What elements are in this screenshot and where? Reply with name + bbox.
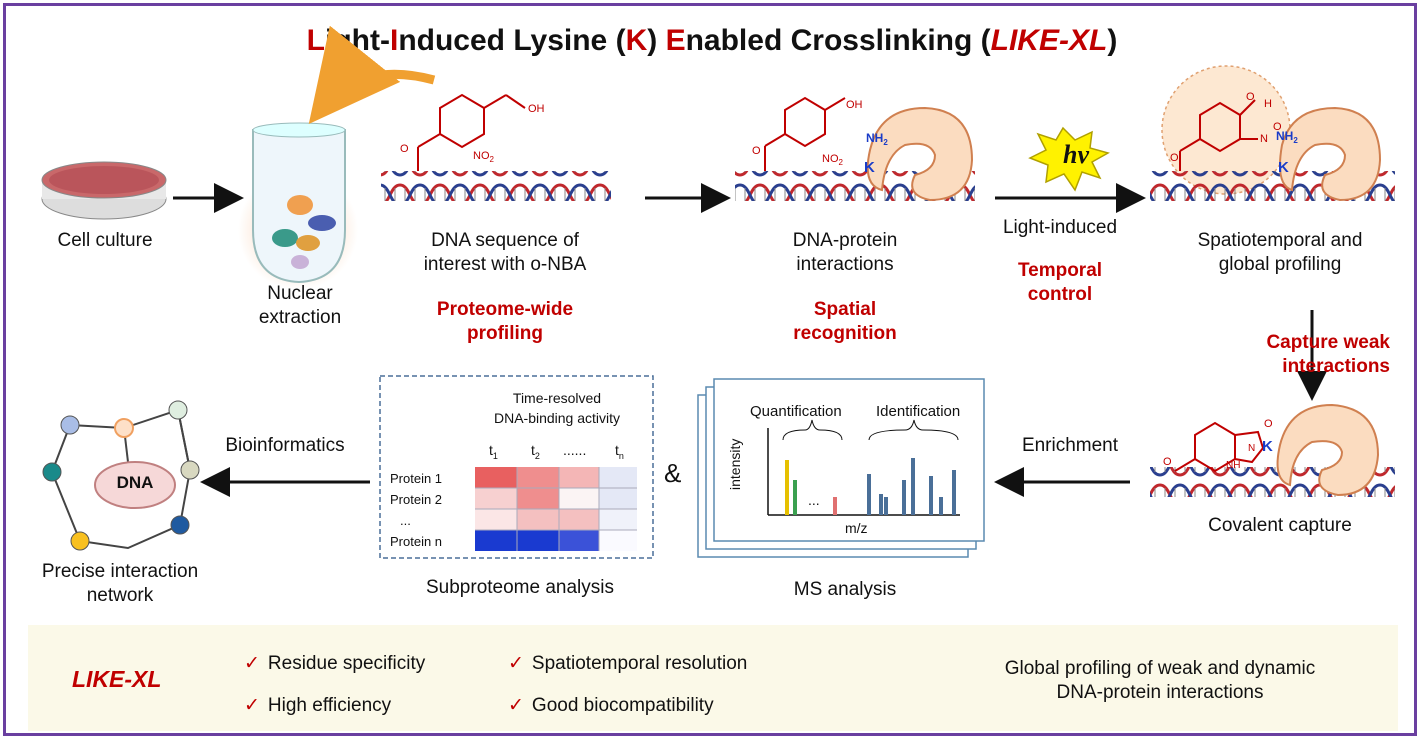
no2-label-2: NO2 [822,153,844,167]
aldehyde-o-label: O [1246,91,1255,103]
feature-item: ✓Spatiotemporal resolution [508,653,748,674]
protein-shape-3 [1276,403,1380,497]
k-label-1: K [864,159,875,176]
label-covalent-capture: Covalent capture [1208,515,1352,536]
dna-helix-1 [381,171,611,201]
protein-shape-2 [1279,106,1382,202]
ketone-o-label-3: O [1170,152,1179,164]
heatmap-row-label: Protein 1 [390,471,443,486]
ms-xlabel: m/z [845,520,868,536]
label-enrichment: Enrichment [1021,435,1119,456]
oh-label-1: OH [528,103,545,115]
ketone-o-label-2: O [752,145,761,157]
nitroso-o-label: O [1273,121,1282,133]
heatmap-col-2: t2 [531,442,540,461]
ms-dots: ... [808,492,820,508]
heatmap-col-1: t1 [489,442,498,461]
network-nodes [42,400,200,551]
heatmap-box [379,375,654,559]
quant-brace [782,419,843,441]
hv-burst-icon [1028,126,1110,192]
indazolone-o-label: O [1264,418,1273,430]
ms-ylabel: intensity [727,438,743,490]
network-dna-node [94,461,176,509]
oh-label-2: OH [846,99,863,111]
ms-quantification-label: Quantification [750,403,842,420]
o-label-1: O [400,143,409,155]
label-ms-analysis: MS analysis [793,579,897,600]
figure-frame [3,3,1417,736]
indazolone-n-label: N [1248,443,1256,454]
ampersand: & [664,458,682,488]
k-label-2: K [1278,159,1289,176]
summary-band [28,625,1398,731]
label-subproteome: Subproteome analysis [426,577,614,598]
ms-peaks [785,458,956,515]
onba-molecule-2 [764,96,846,171]
label-light-induced: Light-induced [1002,217,1118,238]
indazolone-molecule [1174,421,1265,473]
arrow-extract [308,25,436,125]
nitroso-molecule [1179,99,1258,171]
heatmap-cells [475,467,637,551]
heatmap-col-n: tn [615,442,624,461]
heatmap-rows: Protein 1 Protein 2 ... Protein n [390,468,470,552]
network-center-label: DNA [116,473,154,492]
heatmap-row-label: ... [400,513,411,528]
nh2-label-1: NH2 [866,131,888,147]
label-cell-culture: Cell culture [57,230,153,251]
feature-item: ✓Good biocompatibility [508,695,714,716]
ms-identification-label: Identification [876,403,961,420]
nh2-label-2: NH2 [1276,129,1298,145]
no2-label-1: NO2 [473,150,495,164]
nitroso-n-label: N [1260,133,1268,145]
aldehyde-h-label: H [1264,98,1272,110]
hv-label: hv [1063,140,1089,169]
tube-icon [238,122,358,290]
feature-item: ✓High efficiency [244,695,392,716]
indazolone-nh-label: NH [1226,460,1241,471]
heatmap-row-label: Protein n [390,534,443,549]
protein-shape-1 [866,106,974,202]
heatmap-row-label: Protein 2 [390,492,443,507]
k-label-3: K [1262,438,1273,455]
heatmap-grid [475,467,637,551]
ident-brace [868,419,959,441]
onba-molecule-1 [417,93,526,171]
summary-name: LIKE-XL [72,666,162,692]
heatmap-col-3: ...... [563,442,587,458]
label-bioinformatics: Bioinformatics [225,435,345,456]
petri-dish-icon [41,161,167,220]
ketone-o-label-4: O [1163,456,1172,468]
feature-item: ✓Residue specificity [244,653,426,674]
